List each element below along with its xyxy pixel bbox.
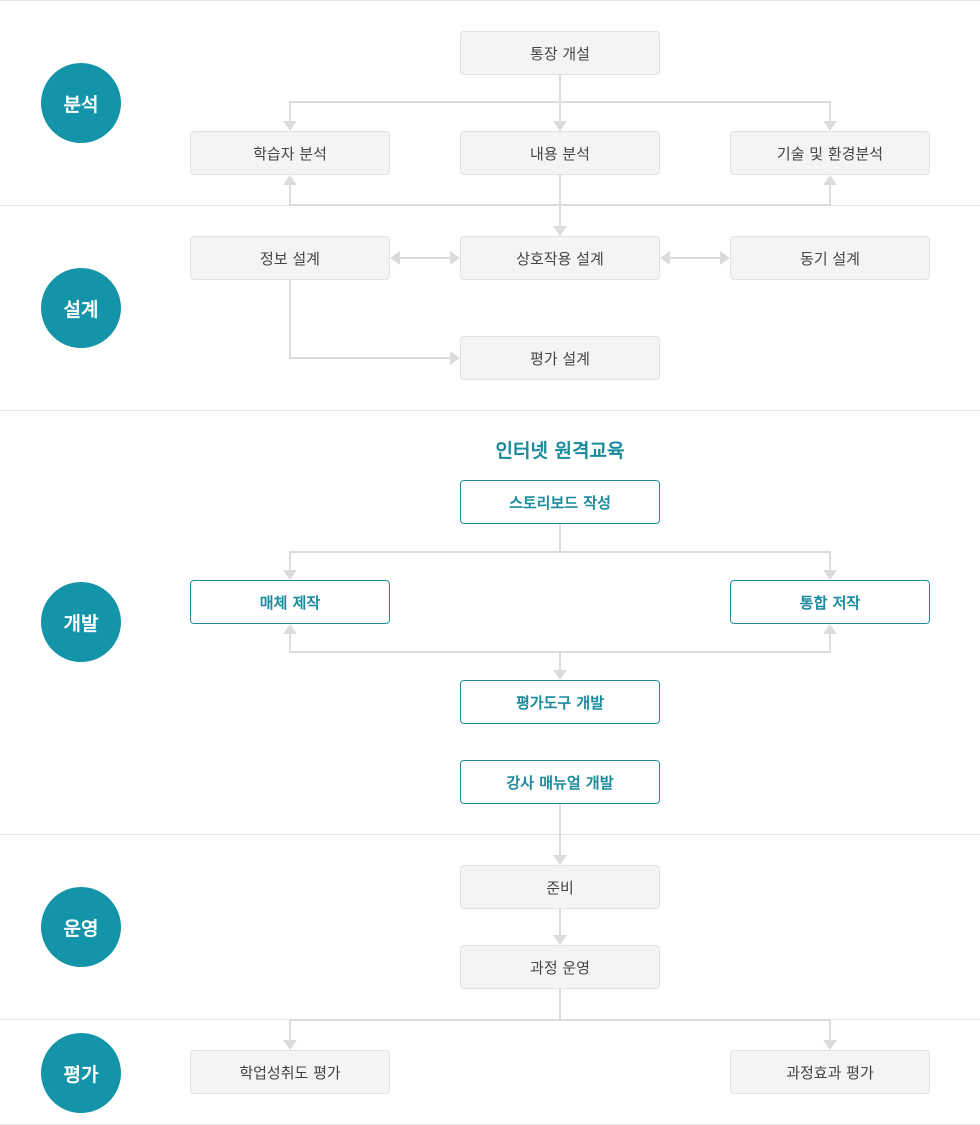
phase-development: 개발: [41, 582, 121, 662]
divider-top: [0, 0, 980, 1]
development-title: 인터넷 원격교육: [495, 440, 625, 462]
box-preparation: 준비: [460, 865, 660, 909]
box-info-design: 정보 설계: [190, 236, 390, 280]
phase-analysis: 분석: [41, 63, 121, 143]
box-course-effect-eval: 과정효과 평가: [730, 1050, 930, 1094]
box-account-open: 통장 개설: [460, 31, 660, 75]
box-eval-tool-dev: 평가도구 개발: [460, 680, 660, 724]
box-learner-analysis: 학습자 분석: [190, 131, 390, 175]
box-content-analysis: 내용 분석: [460, 131, 660, 175]
box-achievement-eval: 학업성취도 평가: [190, 1050, 390, 1094]
box-motivation-design: 동기 설계: [730, 236, 930, 280]
box-media-production: 매체 제작: [190, 580, 390, 624]
box-tech-env-analysis: 기술 및 환경분석: [730, 131, 930, 175]
phase-design: 설계: [41, 268, 121, 348]
phase-operation: 운영: [41, 887, 121, 967]
divider-design-development: [0, 410, 980, 411]
box-storyboard: 스토리보드 작성: [460, 480, 660, 524]
box-course-operation: 과정 운영: [460, 945, 660, 989]
phase-evaluation: 평가: [41, 1033, 121, 1113]
box-interaction-design: 상호작용 설계: [460, 236, 660, 280]
box-instructor-manual: 강사 매뉴얼 개발: [460, 760, 660, 804]
divider-development-operation: [0, 834, 980, 835]
box-eval-design: 평가 설계: [460, 336, 660, 380]
box-integration-authoring: 통합 저작: [730, 580, 930, 624]
